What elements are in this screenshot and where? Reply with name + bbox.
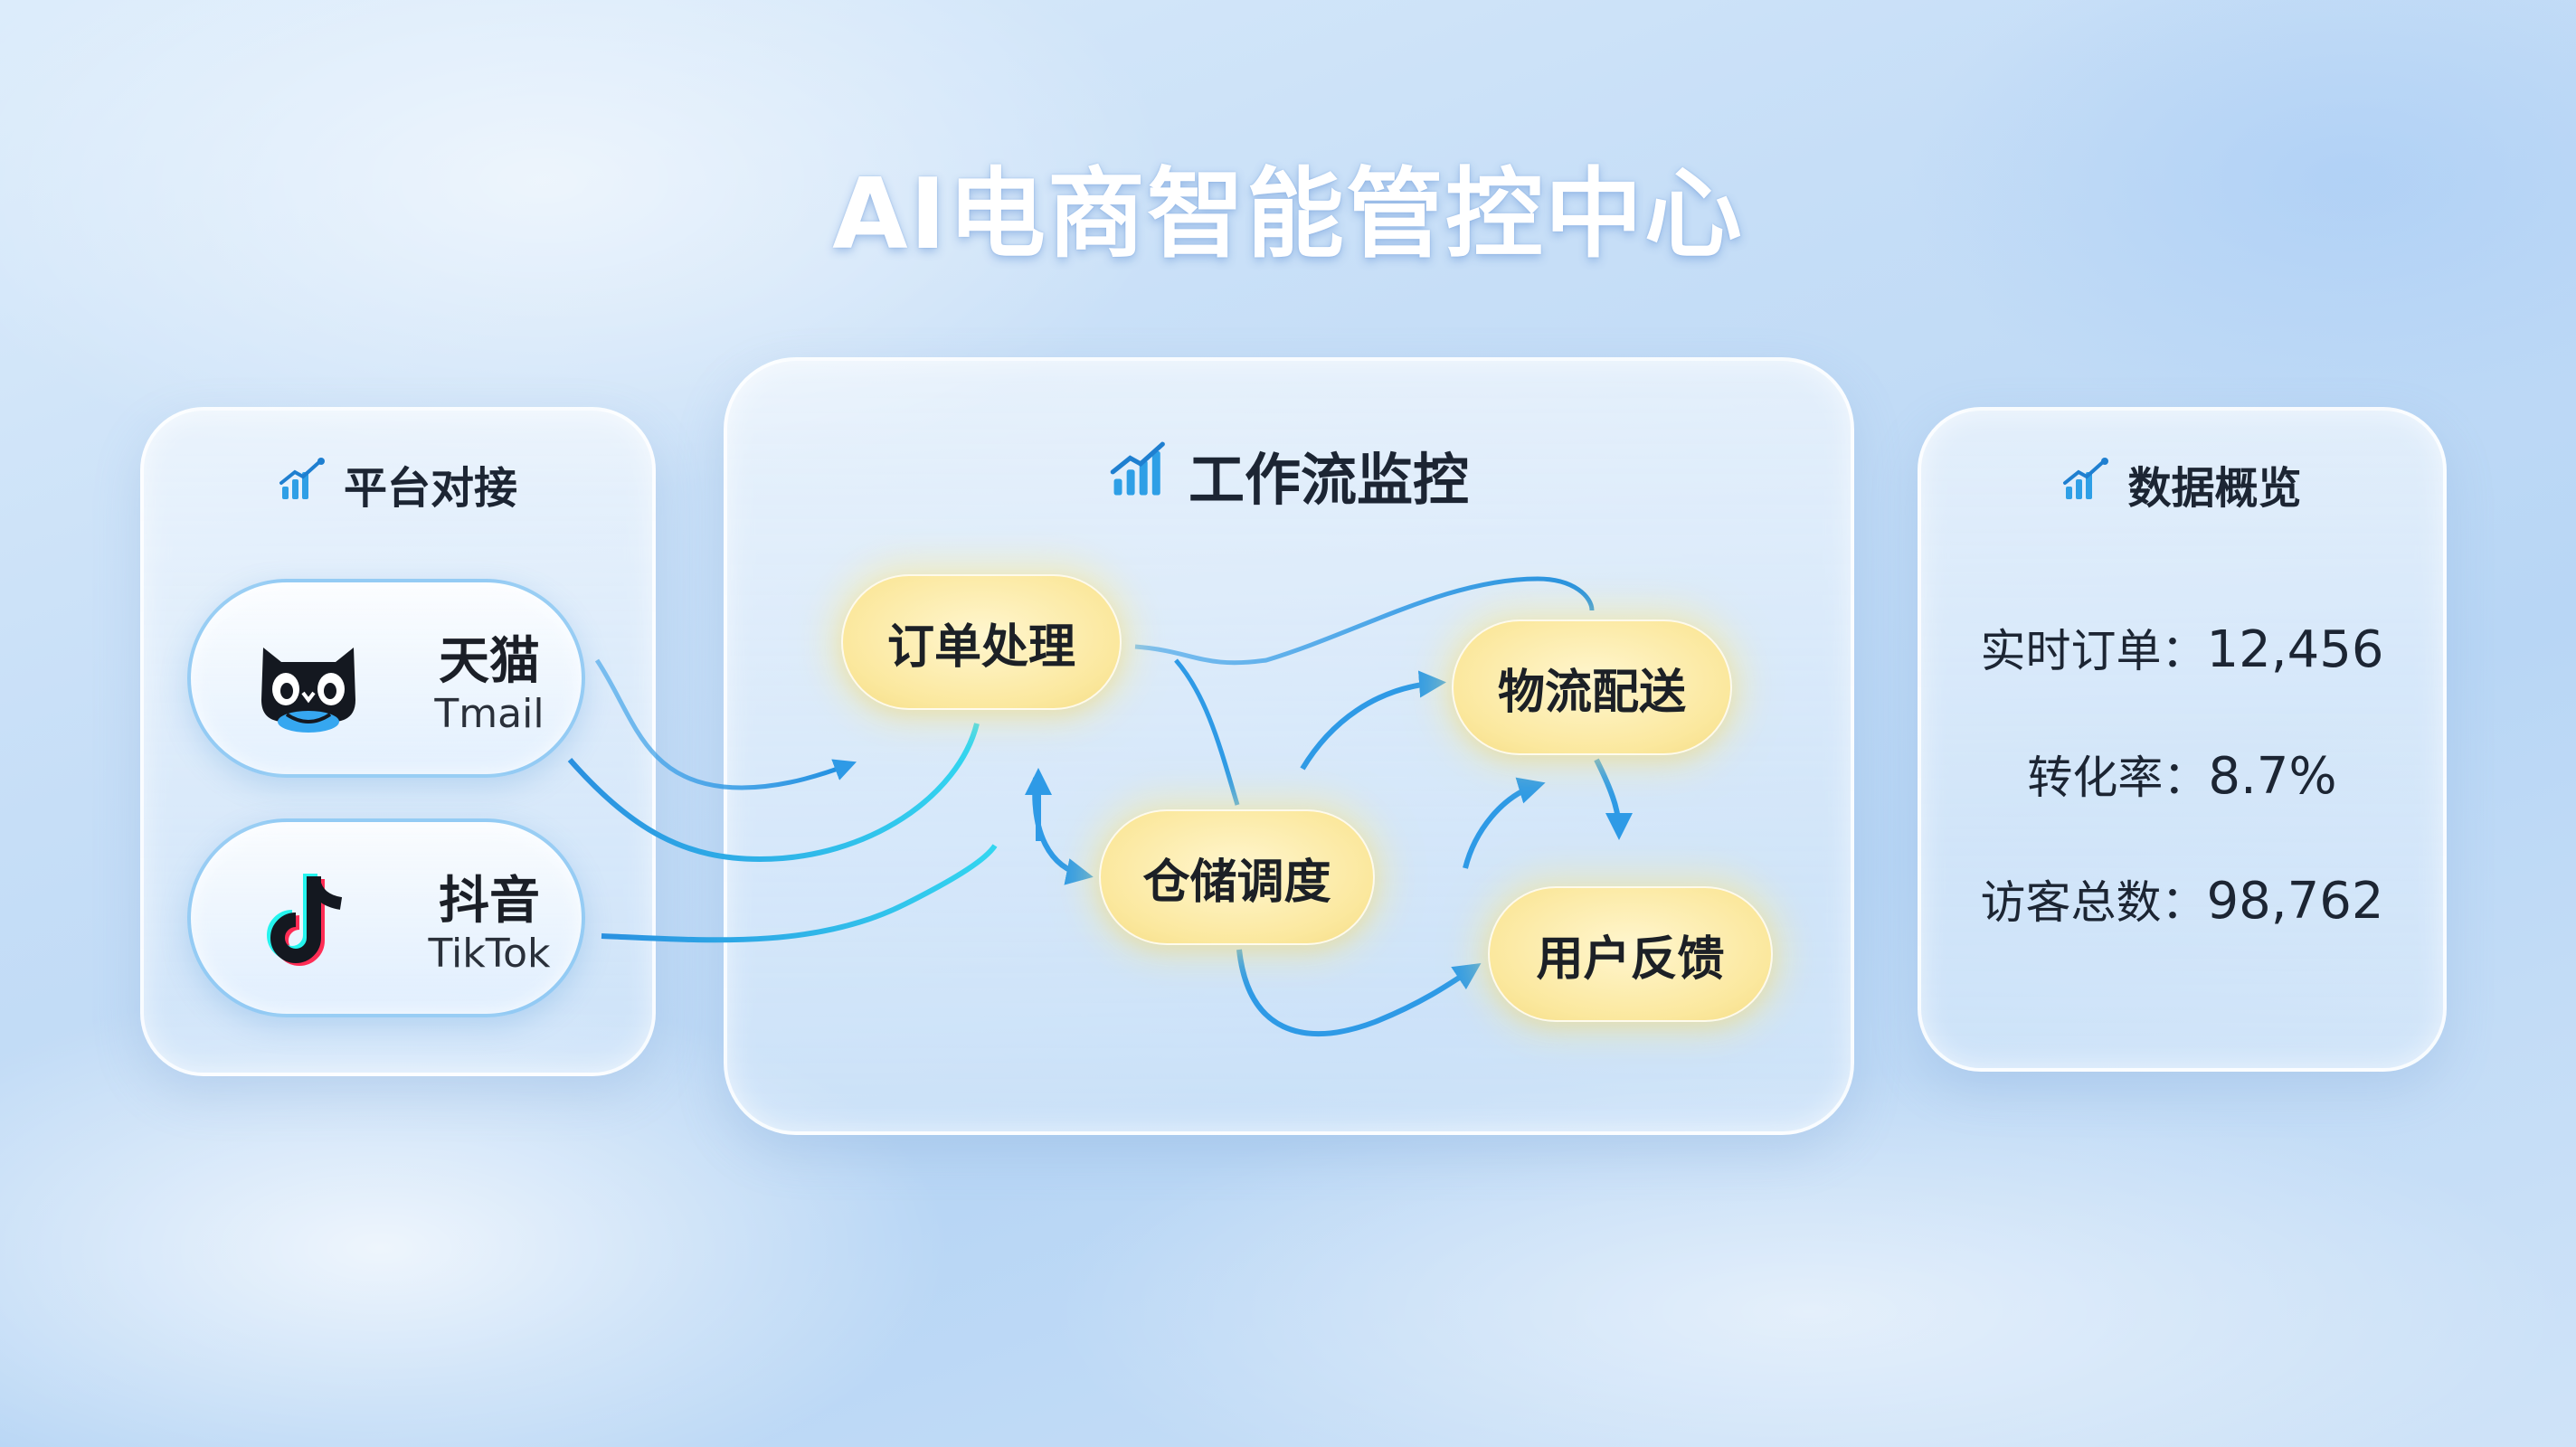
platform-subtitle: TikTok <box>428 931 551 977</box>
stat-conversion-rate: 转化率：8.7% <box>1918 742 2447 807</box>
stat-label: 实时订单： <box>1980 625 2207 677</box>
platform-card-tmall[interactable]: 天猫 Tmail <box>187 579 585 778</box>
workflow-node-warehouse[interactable]: 仓储调度 <box>1099 809 1375 945</box>
workflow-panel-title: 工作流监控 <box>1188 447 1469 513</box>
page-title: AI电商智能管控中心 <box>832 158 1744 271</box>
stat-total-visitors: 访客总数：98,762 <box>1918 866 2447 932</box>
platform-card-tiktok[interactable]: 抖音 TikTok <box>187 818 585 1017</box>
stats-panel-header: 数据概览 <box>1918 452 2447 515</box>
workflow-panel-header: 工作流监控 <box>724 434 1854 515</box>
workflow-node-order[interactable]: 订单处理 <box>841 574 1122 710</box>
platform-panel-header: 平台对接 <box>140 452 656 515</box>
stat-label: 访客总数： <box>1980 876 2207 929</box>
stats-panel <box>1918 407 2447 1072</box>
tmall-cat-icon <box>254 628 363 736</box>
platform-panel-title: 平台对接 <box>343 463 517 514</box>
platform-name: 天猫 <box>439 632 540 691</box>
workflow-node-logistics[interactable]: 物流配送 <box>1452 619 1732 755</box>
stat-realtime-orders: 实时订单：12,456 <box>1918 615 2447 680</box>
platform-name: 抖音 <box>439 872 540 931</box>
bar-chart-trend-icon <box>2062 456 2111 512</box>
workflow-node-feedback[interactable]: 用户反馈 <box>1488 886 1773 1022</box>
stat-value: 98,762 <box>2206 872 2384 931</box>
stat-label: 转化率： <box>2027 752 2209 804</box>
platform-subtitle: Tmail <box>434 691 545 737</box>
stat-value: 12,456 <box>2206 620 2384 679</box>
stat-value: 8.7% <box>2208 747 2337 806</box>
stats-panel-title: 数据概览 <box>2127 463 2302 514</box>
bar-chart-trend-icon <box>279 456 327 512</box>
tiktok-note-icon <box>254 867 363 976</box>
bar-chart-trend-icon <box>1109 440 1172 511</box>
